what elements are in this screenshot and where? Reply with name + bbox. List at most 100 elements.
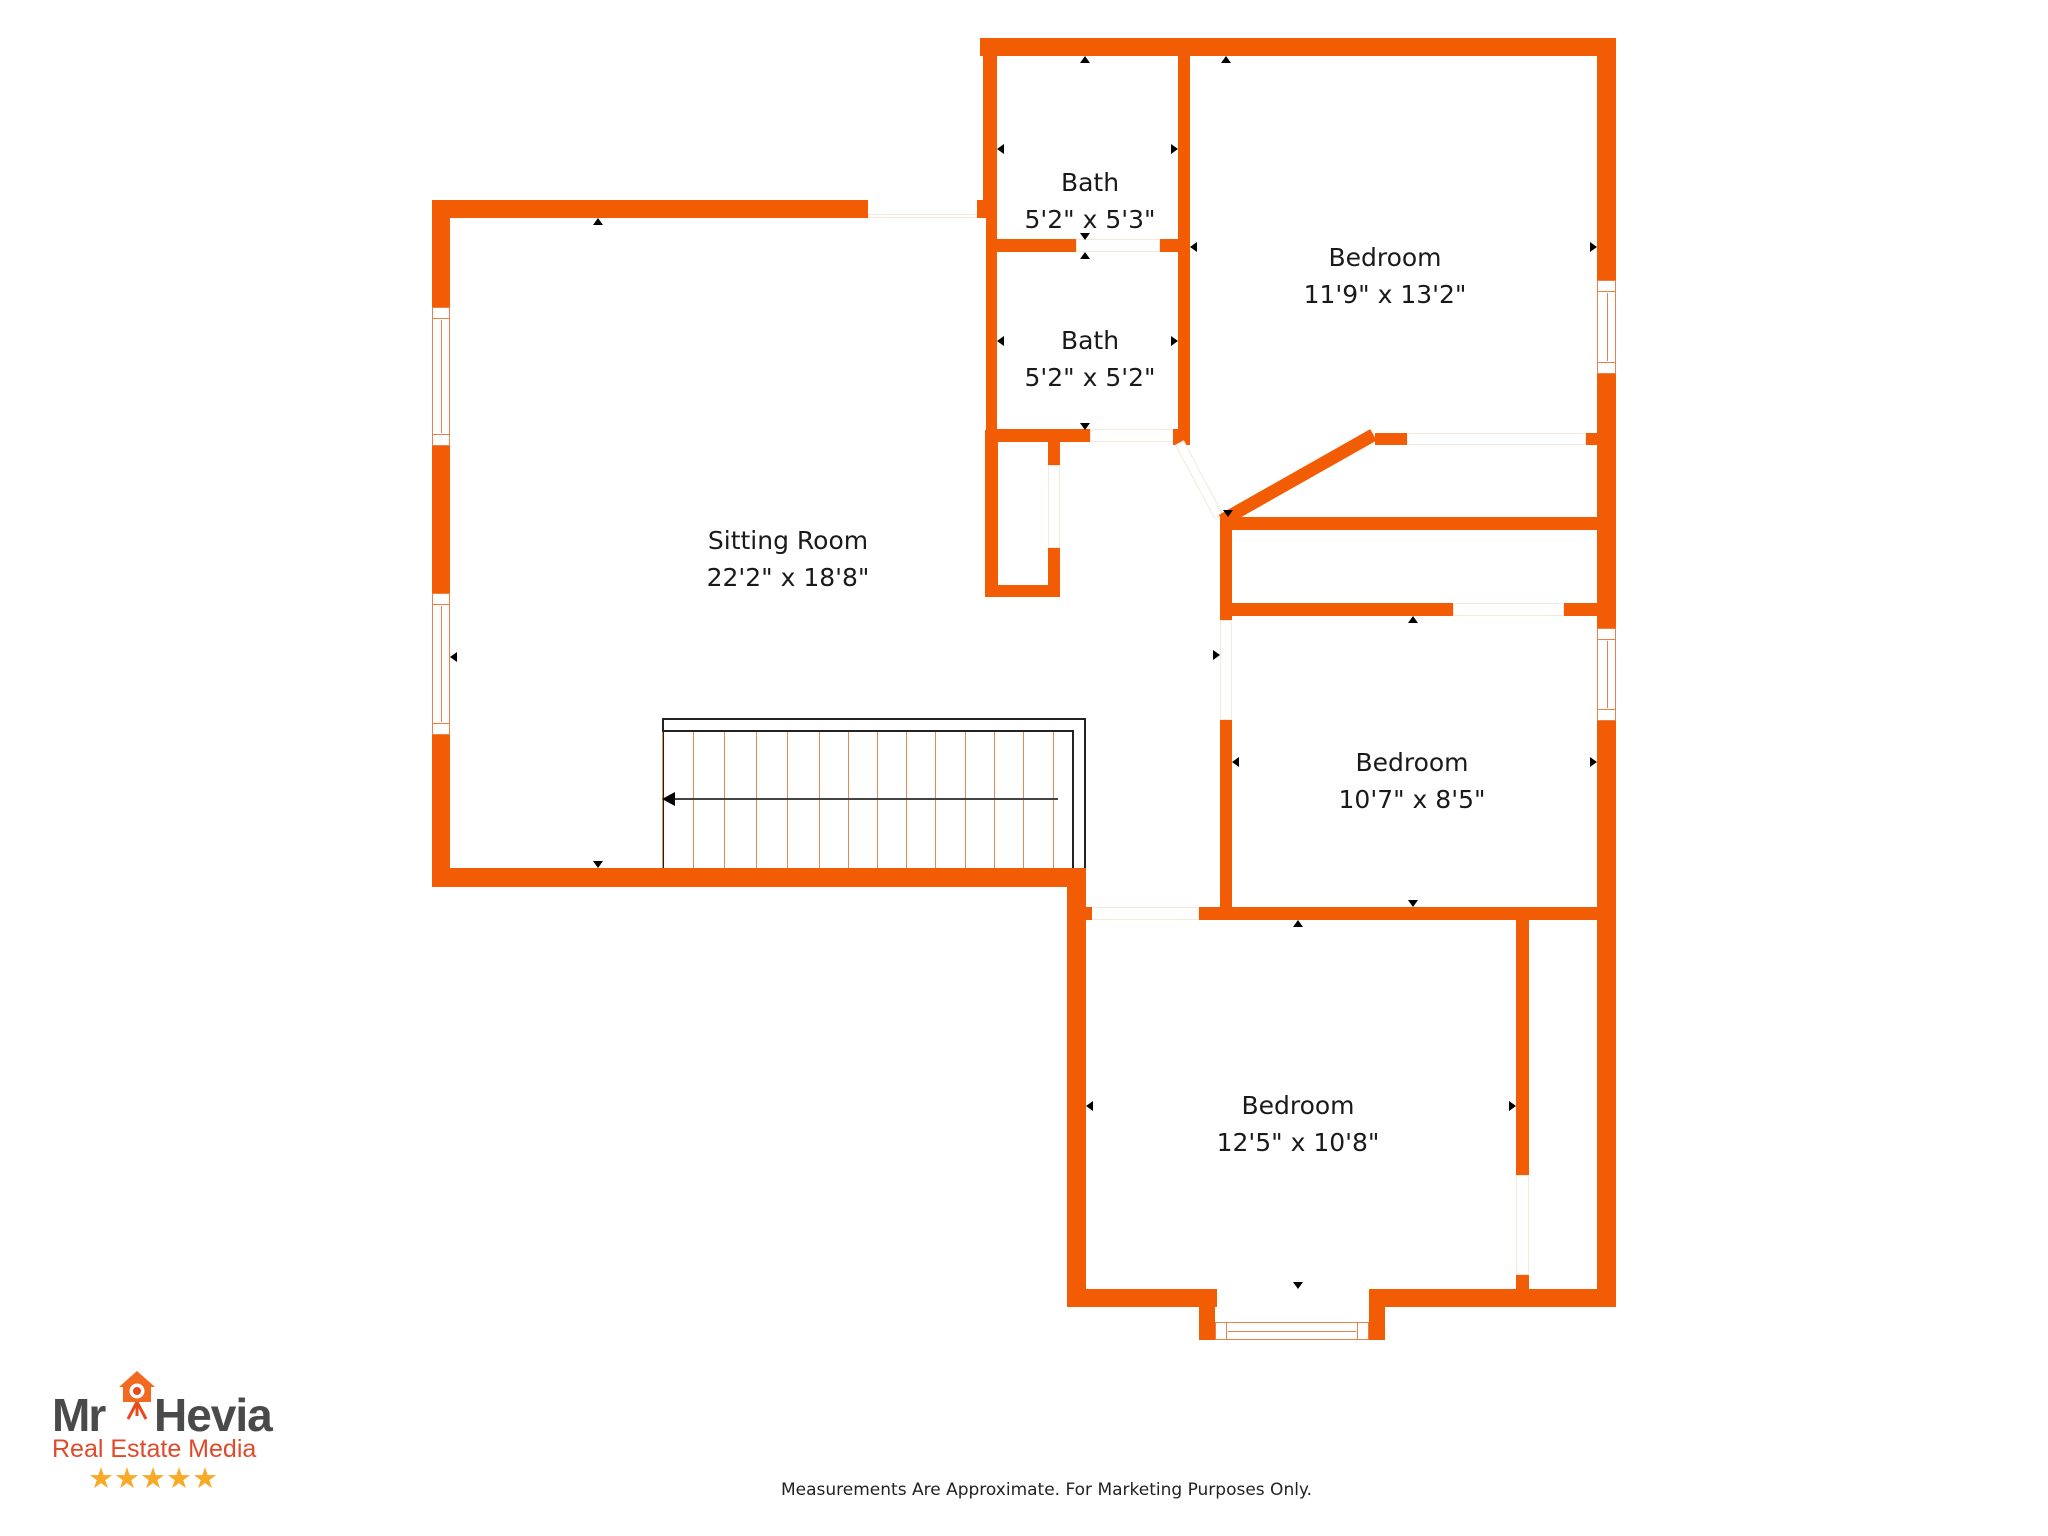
window (432, 593, 450, 735)
brand-logo: Mr Hevia Real Estate Media ★★★★★ (50, 1370, 290, 1500)
door-opening (1086, 907, 1199, 920)
marker-up-icon (1080, 252, 1090, 259)
stair-direction-line (672, 798, 1058, 800)
brand-tagline: Real Estate Media (52, 1435, 257, 1463)
wall (1048, 548, 1060, 597)
room-name: Bath (1060, 326, 1120, 355)
house-camera-icon (119, 1371, 155, 1420)
wall (432, 868, 1086, 887)
wall (986, 429, 1090, 442)
marker-down-icon (1080, 233, 1090, 240)
stair-tread (935, 732, 936, 868)
disclaimer-text: Measurements Are Approximate. For Market… (781, 1480, 1312, 1500)
wall (1048, 430, 1060, 465)
stair-tread (906, 732, 907, 868)
room-label-bedroom-1: Bedroom 11'9" x 13'2" (1304, 239, 1467, 313)
stair-tread (965, 732, 966, 868)
marker-right-icon (1213, 650, 1220, 660)
door-opening (1453, 603, 1564, 616)
wall (986, 239, 1076, 252)
stair-tread (819, 732, 820, 868)
marker-up-icon (593, 218, 603, 225)
marker-down-icon (593, 861, 603, 868)
brand-name-left: Mr (52, 1389, 106, 1441)
wall (1597, 374, 1616, 628)
stair-tread (994, 732, 995, 868)
door-opening (1090, 429, 1178, 442)
stair-tread (787, 732, 788, 868)
brand-name-right: Hevia (154, 1389, 273, 1441)
marker-right-icon (1590, 757, 1597, 767)
room-dimensions: 11'9" x 13'2" (1303, 280, 1467, 309)
stair-tread (848, 732, 849, 868)
opening (1407, 433, 1586, 445)
wall (983, 38, 997, 218)
marker-down-icon (1223, 510, 1233, 517)
marker-up-icon (1408, 616, 1418, 623)
room-dimensions: 5'2" x 5'2" (1024, 363, 1156, 392)
window (1597, 628, 1616, 721)
stair-tread (756, 732, 757, 868)
wall (1067, 868, 1086, 1307)
wall (1160, 239, 1190, 252)
marker-right-icon (1171, 144, 1178, 154)
door-opening (1175, 440, 1224, 520)
marker-right-icon (1509, 1101, 1516, 1111)
marker-left-icon (1190, 242, 1197, 252)
arrow-left-icon (662, 792, 675, 806)
marker-left-icon (1232, 757, 1239, 767)
window (1597, 280, 1616, 374)
door-opening (1048, 465, 1060, 548)
door-opening (1076, 239, 1160, 252)
stair-railing-inner (662, 730, 1074, 868)
wall (1080, 907, 1092, 920)
wall (977, 200, 987, 218)
marker-left-icon (997, 144, 1004, 154)
room-label-bedroom-2: Bedroom 10'7" x 8'5" (1339, 744, 1486, 818)
wall (1516, 920, 1529, 1175)
marker-left-icon (450, 652, 457, 662)
wall (1199, 1289, 1215, 1340)
wall (1375, 433, 1407, 445)
room-dimensions: 12'5" x 10'8" (1216, 1128, 1380, 1157)
marker-right-icon (1171, 336, 1178, 346)
door-opening (1220, 620, 1232, 720)
wall (985, 585, 1060, 597)
wall (1220, 720, 1232, 920)
stair-tread (1023, 732, 1024, 868)
room-name: Bath (1060, 168, 1120, 197)
wall (1067, 1289, 1217, 1307)
rating-stars-icon: ★★★★★ (88, 1461, 218, 1495)
wall (432, 446, 450, 593)
door-opening (1516, 1175, 1529, 1275)
marker-down-icon (1408, 900, 1418, 907)
room-name: Bedroom (1328, 243, 1442, 272)
wall (1597, 38, 1616, 280)
marker-left-icon (997, 336, 1004, 346)
room-dimensions: 5'2" x 5'3" (1024, 205, 1156, 234)
room-name: Bedroom (1241, 1091, 1355, 1120)
marker-left-icon (1086, 1101, 1093, 1111)
wall (1199, 907, 1599, 920)
stair-tread (693, 732, 694, 868)
wall (1564, 603, 1600, 616)
room-name: Sitting Room (707, 526, 869, 555)
opening (868, 214, 980, 218)
wall (1220, 603, 1453, 616)
marker-down-icon (1293, 1282, 1303, 1289)
stair-tread (877, 732, 878, 868)
room-dimensions: 22'2" x 18'8" (706, 563, 870, 592)
marker-up-icon (1221, 56, 1231, 63)
room-name: Bedroom (1355, 748, 1469, 777)
stair-tread (1053, 732, 1054, 868)
wall (432, 735, 450, 887)
wall (1220, 517, 1610, 530)
room-label-bedroom-3: Bedroom 12'5" x 10'8" (1217, 1087, 1380, 1161)
wall (1220, 517, 1232, 620)
marker-up-icon (1080, 56, 1090, 63)
marker-up-icon (1293, 920, 1303, 927)
stair-tread (724, 732, 725, 868)
wall (980, 38, 1616, 56)
room-label-bath-1: Bath 5'2" x 5'3" (1024, 164, 1155, 238)
wall (1369, 1289, 1616, 1307)
